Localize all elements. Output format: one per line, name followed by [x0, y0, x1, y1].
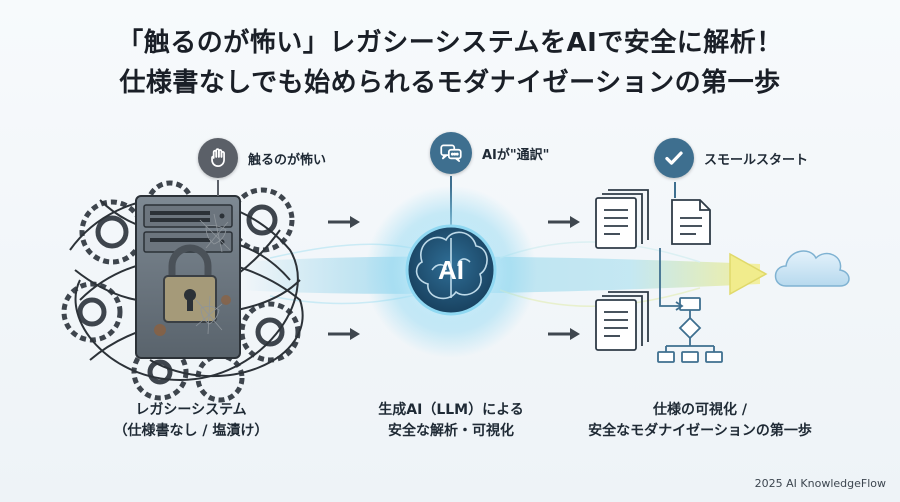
flowchart-icon	[657, 248, 723, 363]
result-header-label: スモールスタート	[704, 152, 809, 168]
result-header: スモールスタート	[654, 138, 808, 178]
legacy-header: 触るのが怖い	[198, 138, 326, 178]
page-title-line-2: 仕様書なしでも始められるモダナイゼーションの第一歩	[119, 68, 781, 98]
result-caption-line-2: 安全なモダナイゼーションの第一歩	[588, 423, 812, 439]
check-icon	[654, 138, 694, 178]
brain-icon	[415, 231, 488, 300]
flow-arrows	[328, 216, 580, 340]
legacy-caption: レガシーシステム （仕様書なし / 塩漬け）	[96, 400, 286, 442]
forward-arrow	[729, 252, 768, 296]
result-caption: 仕様の可視化 / 安全なモダナイゼーションの第一歩	[560, 400, 840, 442]
ai-header-label: AIが"通訳"	[482, 147, 550, 163]
ai-header: AIが"通訳"	[430, 132, 549, 174]
ai-caption-line-2: 安全な解析・可視化	[388, 423, 514, 439]
spec-documents-top	[595, 189, 649, 249]
footer-credit: 2025 AI KnowledgeFlow	[754, 477, 886, 490]
result-caption-line-1: 仕様の可視化 /	[653, 402, 747, 418]
ai-caption: 生成AI（LLM）による 安全な解析・可視化	[356, 400, 546, 442]
spec-document-single	[671, 199, 711, 245]
cobweb-icon	[195, 213, 231, 335]
page-title-line-1: 「触るのが怖い」レガシーシステムをAIで安全に解析！	[117, 28, 783, 58]
ai-caption-line-1: 生成AI（LLM）による	[378, 402, 524, 418]
ai-brain-core: AI	[365, 186, 537, 358]
hand-stop-icon	[198, 138, 238, 178]
ai-core-label: AI	[438, 255, 464, 285]
spec-documents-bottom	[595, 291, 649, 351]
cloud-icon	[774, 250, 850, 287]
chat-bubble-icon	[430, 132, 472, 174]
padlock-icon	[163, 244, 217, 323]
legacy-caption-line-1: レガシーシステム	[135, 402, 247, 418]
legacy-caption-line-2: （仕様書なし / 塩漬け）	[113, 423, 269, 439]
legacy-header-label: 触るのが怖い	[248, 152, 327, 168]
